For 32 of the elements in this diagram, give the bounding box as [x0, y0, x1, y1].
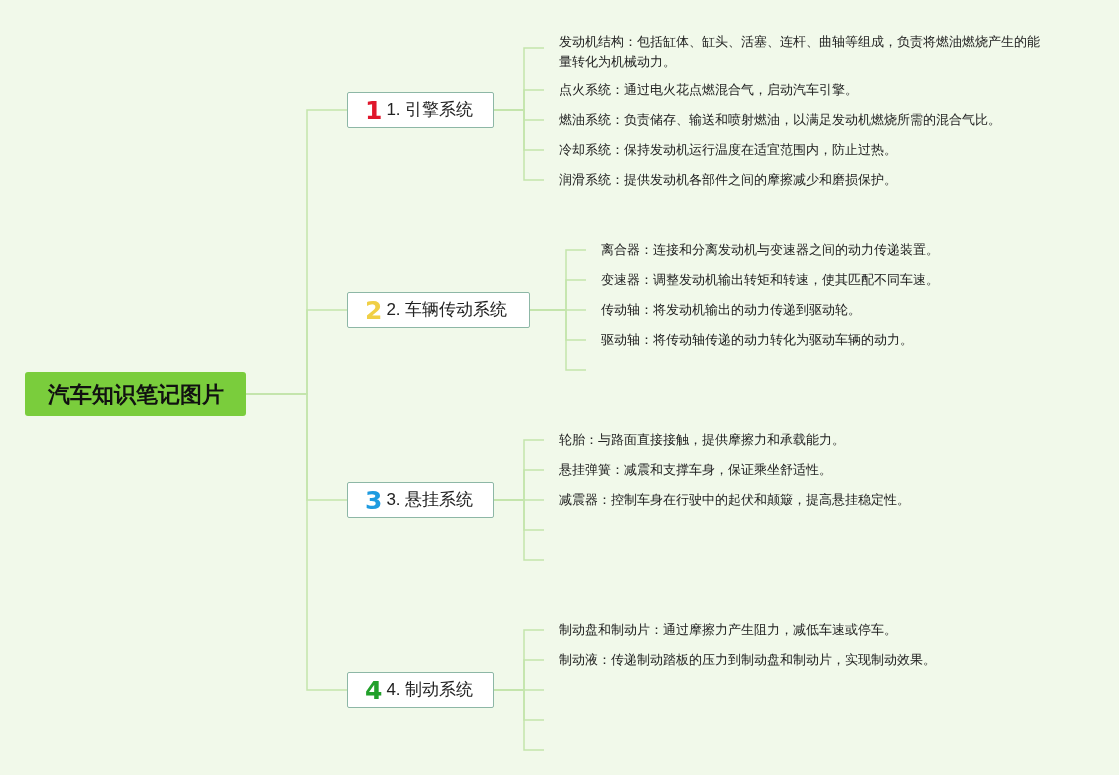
leaf-note-text: 传动轴：将发动机输出的动力传递到驱动轮。	[601, 301, 862, 319]
leaf-note-text: 驱动轴：将传动轴传递的动力转化为驱动车辆的动力。	[601, 331, 914, 349]
number-marker: 4	[365, 677, 383, 703]
root-topic-box	[25, 372, 246, 416]
leaf-note-text: 冷却系统：保持发动机运行温度在适宜范围内，防止过热。	[559, 141, 898, 159]
leaf-note-text: 润滑系统：提供发动机各部件之间的摩擦减少和磨损保护。	[559, 171, 898, 189]
branch-topic-box	[347, 482, 494, 518]
connector-line	[529, 309, 587, 371]
connector-line	[493, 109, 545, 181]
leaf-note-text: 离合器：连接和分离发动机与变速器之间的动力传递装置。	[601, 241, 940, 259]
leaf-note-text: 制动盘和制动片：通过摩擦力产生阻力，减低车速或停车。	[559, 621, 898, 639]
number-marker: 2	[365, 297, 383, 323]
leaf-note-text: 轮胎：与路面直接接触，提供摩擦力和承载能力。	[559, 431, 846, 449]
branch-topic-box	[347, 292, 530, 328]
leaf-note-text: 点火系统：通过电火花点燃混合气，启动汽车引擎。	[559, 81, 859, 99]
leaf-note-text: 减震器：控制车身在行驶中的起伏和颠簸，提高悬挂稳定性。	[559, 491, 911, 509]
leaf-note-text: 制动液：传递制动踏板的压力到制动盘和制动片，实现制动效果。	[559, 651, 937, 669]
connector-line	[493, 499, 545, 561]
branch-topic-text: 2. 车辆传动系统	[386, 299, 508, 322]
branch-topic-text: 4. 制动系统	[386, 679, 474, 702]
leaf-note-text: 燃油系统：负责储存、输送和喷射燃油，以满足发动机燃烧所需的混合气比。	[559, 111, 1002, 129]
number-marker: 3	[365, 487, 383, 513]
branch-topic-text: 1. 引擎系统	[386, 99, 474, 122]
root-topic-text: 汽车知识笔记图片	[47, 380, 224, 409]
branch-topic-box	[347, 672, 494, 708]
leaf-note-text: 悬挂弹簧：减震和支撑车身，保证乘坐舒适性。	[559, 461, 833, 479]
branch-topic-box	[347, 92, 494, 128]
leaf-note-text: 变速器：调整发动机输出转矩和转速，使其匹配不同车速。	[601, 271, 940, 289]
number-marker: 1	[365, 97, 383, 123]
leaf-note-text: 发动机结构：包括缸体、缸头、活塞、连杆、曲轴等组成，负责将燃油燃烧产生的能量转化为机械动力。	[559, 33, 1041, 71]
branch-topic-text: 3. 悬挂系统	[386, 489, 474, 512]
connector-line	[493, 689, 545, 751]
